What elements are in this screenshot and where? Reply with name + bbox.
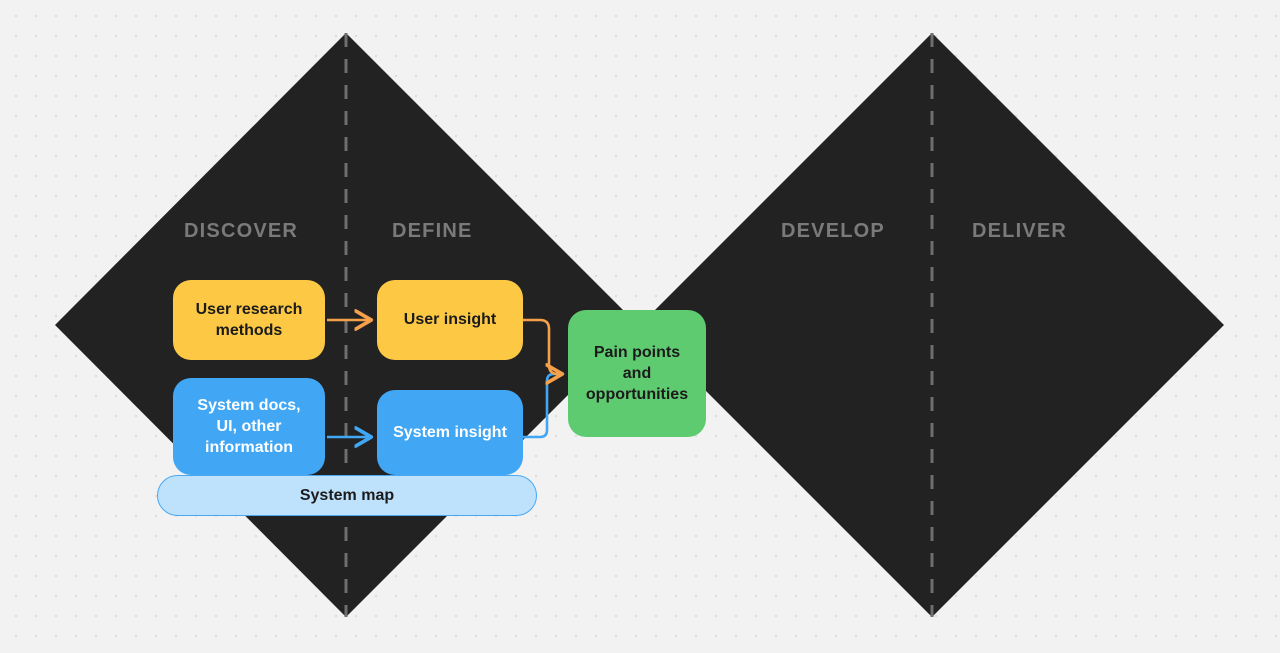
- label-line-1: User research: [195, 300, 303, 318]
- label-line-2: UI, other: [216, 417, 282, 435]
- node-pain-points-and-opportunities[interactable]: Pain points and opportunities: [568, 310, 706, 437]
- node-user-insight-label: User insight: [403, 311, 497, 329]
- node-user-insight[interactable]: User insight: [377, 280, 523, 360]
- node-system-map-label: System map: [299, 486, 395, 504]
- label-line-2: methods: [215, 322, 283, 339]
- label-line-2: and: [622, 364, 652, 382]
- phase-label-deliver: DELIVER: [972, 220, 1068, 242]
- node-system-docs-label: System docs, UI, other information: [197, 395, 300, 459]
- label-line-1: System docs,: [197, 396, 301, 414]
- node-system-insight-label: System insight: [393, 423, 507, 441]
- phase-label-define: DEFINE: [392, 220, 473, 242]
- label-line-3: information: [205, 439, 293, 457]
- label-line-1: Pain points: [593, 343, 681, 361]
- node-system-docs[interactable]: System docs, UI, other information: [173, 378, 325, 475]
- node-system-map[interactable]: System map: [157, 475, 537, 516]
- phase-label-discover: DISCOVER: [184, 220, 299, 242]
- label-line-3: opportunities: [585, 386, 689, 404]
- node-system-insight[interactable]: System insight: [377, 390, 523, 475]
- node-pain-points-label: Pain points and opportunities: [586, 342, 688, 406]
- node-user-research-methods-label: User research methods: [196, 299, 303, 342]
- phase-label-develop: DEVELOP: [781, 220, 885, 242]
- node-user-research-methods[interactable]: User research methods: [173, 280, 325, 360]
